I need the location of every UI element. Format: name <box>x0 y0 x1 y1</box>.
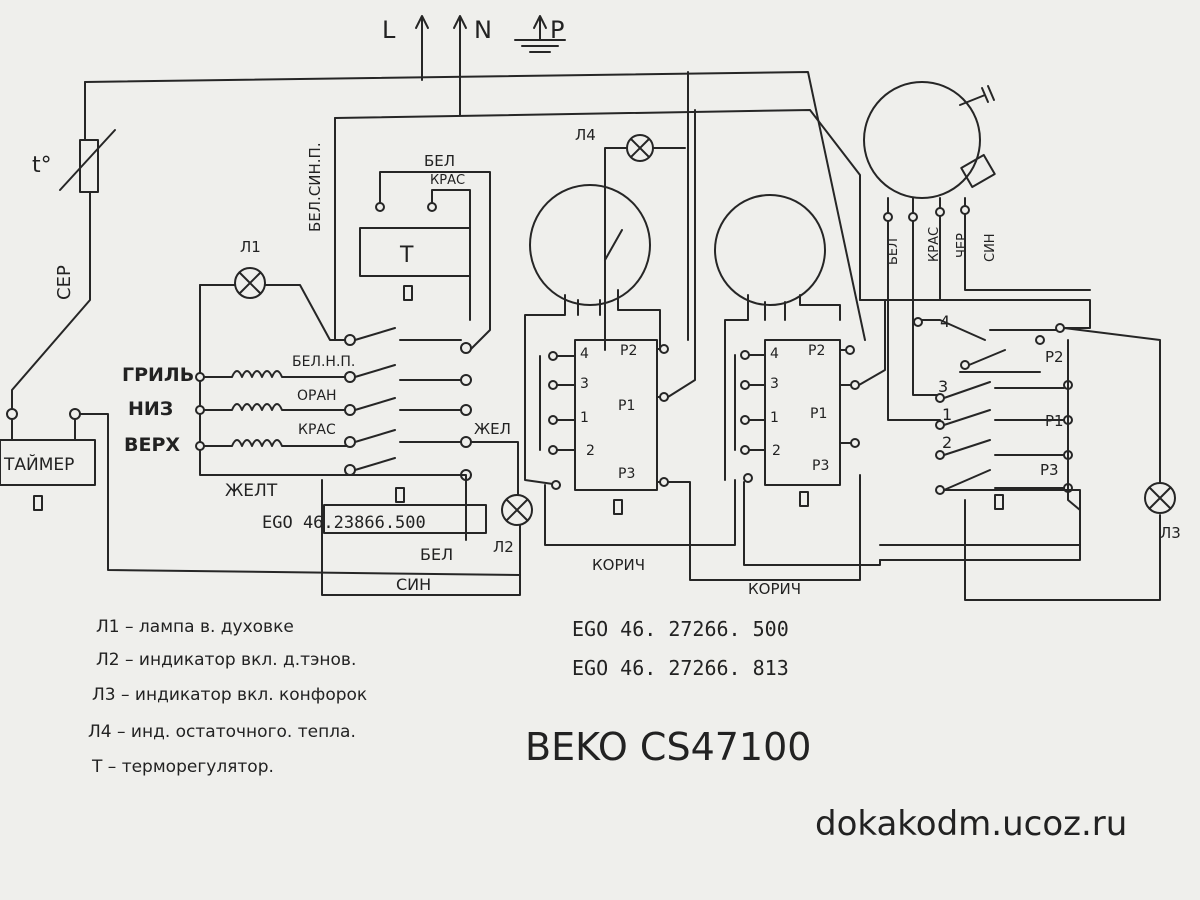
timer: ТАЙМЕР <box>0 408 521 576</box>
legend-l3: Л3 – индикатор вкл. конфорок <box>92 685 367 705</box>
legend-l1: Л1 – лампа в. духовке <box>96 617 294 637</box>
n-arrow <box>453 15 467 116</box>
l4-label: Л4 <box>575 126 596 144</box>
verh-label: ВЕРХ <box>124 434 180 456</box>
wire-kras-top-label: КРАС <box>430 173 465 188</box>
l3-label: Л3 <box>1160 524 1181 542</box>
sw2-term-1: 1 <box>770 410 779 426</box>
sw1-term-3: 3 <box>580 376 589 392</box>
l-bus-wire <box>84 71 866 341</box>
wire-oran-label: ОРАН <box>297 388 337 404</box>
sw3-term-3: 3 <box>938 377 948 396</box>
l2-label: Л2 <box>493 538 514 556</box>
niz-heater <box>203 403 351 411</box>
sw2-term-2: 2 <box>772 443 781 459</box>
sw1-p3: P3 <box>618 466 635 482</box>
legend-t: Т – терморегулятор. <box>91 757 274 777</box>
sw2-p3: P3 <box>812 458 829 474</box>
lamp-l3: Л3 <box>1063 327 1181 542</box>
grill-label: ГРИЛЬ <box>122 364 194 386</box>
energy-regulator-2: 4 3 1 2 P2 P1 P3 КОРИЧ <box>734 299 886 598</box>
lamp-l1: Л1 <box>199 238 361 476</box>
supply-terminals: L N P <box>382 15 566 116</box>
sw3-p3: P3 <box>1040 461 1059 479</box>
lamp-l4: Л4 <box>575 126 686 351</box>
sw1-p1: P1 <box>618 398 635 414</box>
energy-regulator-1: 4 3 1 2 P2 P1 P3 КОРИЧ <box>539 109 861 581</box>
ground-icon <box>514 15 566 53</box>
lamp-l2: Л2 <box>493 494 533 556</box>
sw2-term-3: 3 <box>770 376 779 392</box>
wire-zhel-label: ЖЕЛ <box>474 420 511 438</box>
sw3-p2: P2 <box>1045 348 1064 366</box>
wire-korich1-label: КОРИЧ <box>592 556 645 574</box>
ego-code-b: EGO 46. 27266. 813 <box>572 656 789 680</box>
t-box-label: Т <box>399 243 414 268</box>
sw1-term-1: 1 <box>580 410 589 426</box>
legend-l4: Л4 – инд. остаточного. тепла. <box>88 722 356 742</box>
verh-heater <box>203 439 351 447</box>
mot-sin-label: СИН <box>983 233 998 262</box>
sw3-term-1: 1 <box>942 405 952 424</box>
website: dokakodm.ucoz.ru <box>815 804 1127 844</box>
oven-selector-switch: ЖЕЛ ЖЕЛТ EGO 46.23866.500 БЕЛ СИН <box>225 327 521 596</box>
sw3-term-4: 4 <box>940 312 950 331</box>
supply-l-label: L <box>382 16 396 44</box>
wire-bel-sin-np-label: БЕЛ.СИН.П. <box>306 142 324 232</box>
hob-3: БЕЛ КРАС ЧЕР СИН <box>863 81 1091 421</box>
sw3-term-2: 2 <box>942 433 952 452</box>
hob-2 <box>714 194 841 481</box>
hob-1 <box>524 184 661 486</box>
oven-thermostat: БЕЛ.СИН.П. Т БЕЛ КРАС <box>306 117 491 351</box>
sw2-p1: P1 <box>810 406 827 422</box>
sw1-p2: P2 <box>620 343 637 359</box>
wire-bel-np-label: БЕЛ.Н.П. <box>292 354 355 370</box>
ego-code-a: EGO 46. 27266. 500 <box>572 617 789 641</box>
niz-label: НИЗ <box>128 398 173 420</box>
n-bus-wire <box>334 109 861 301</box>
mot-cher-label: ЧЕР <box>955 233 970 258</box>
wire-sin-bottom-label: СИН <box>396 575 431 594</box>
l1-label: Л1 <box>240 238 261 256</box>
heaters: ГРИЛЬ НИЗ ВЕРХ БЕЛ.Н.П. ОРАН КРАС <box>122 354 355 456</box>
legend-l2: Л2 – индикатор вкл. д.тэнов. <box>96 650 356 670</box>
supply-n-label: N <box>474 16 492 44</box>
mot-kras-label: КРАС <box>927 227 942 262</box>
wire-korich2-label: КОРИЧ <box>748 580 801 598</box>
energy-regulator-3: 4 3 1 2 P2 P1 P3 <box>859 299 1161 601</box>
ego-oven-code: EGO 46.23866.500 <box>262 513 426 533</box>
wire-bel-bottom-label: БЕЛ <box>420 545 453 564</box>
timer-label: ТАЙМЕР <box>3 453 74 475</box>
model-title: BEKO CS47100 <box>525 725 811 769</box>
thermal-fuse: t° СЕР <box>11 81 116 411</box>
mot-bel-label: БЕЛ <box>886 238 901 265</box>
l-arrow <box>415 15 429 81</box>
supply-p-label: P <box>550 16 564 44</box>
sw2-p2: P2 <box>808 343 825 359</box>
wire-kras-label: КРАС <box>298 422 336 438</box>
wire-bel-top-label: БЕЛ <box>424 152 455 170</box>
wire-ser-label: СЕР <box>54 265 75 300</box>
wire-zhelt-label: ЖЕЛТ <box>225 481 278 501</box>
grill-heater <box>203 370 351 378</box>
sw1-term-4: 4 <box>580 346 589 362</box>
sw2-term-4: 4 <box>770 346 779 362</box>
sw1-term-2: 2 <box>586 443 595 459</box>
legend: Л1 – лампа в. духовке Л2 – индикатор вкл… <box>88 617 367 777</box>
thermostat-label: t° <box>32 153 52 178</box>
